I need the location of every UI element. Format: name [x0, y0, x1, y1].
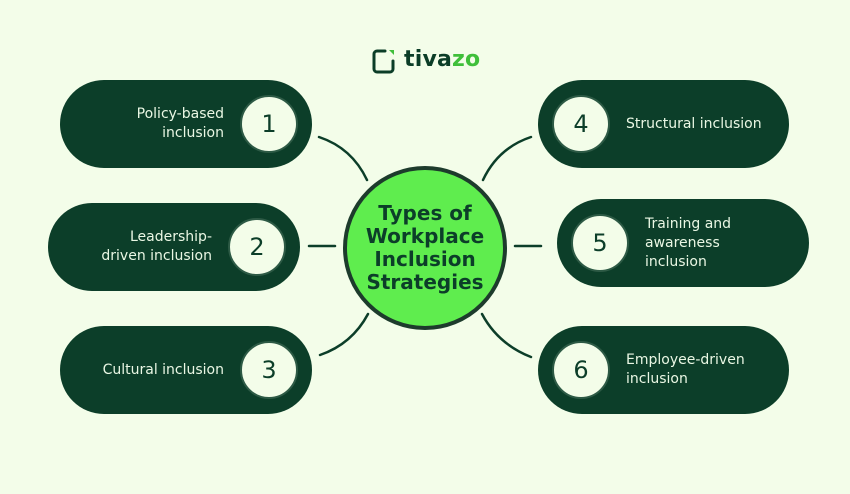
strategy-label: Employee-driven inclusion	[626, 352, 745, 387]
brand-name-part1: tiva	[404, 47, 453, 72]
strategy-number-badge: 2	[228, 218, 286, 276]
strategy-label: Policy-based inclusion	[136, 106, 224, 141]
brand-logo: tivazo	[372, 46, 480, 76]
strategy-card-6: 6 Employee-driven inclusion	[538, 326, 789, 414]
strategy-card-3: Cultural inclusion 3	[60, 326, 312, 414]
strategy-card-2: Leadership- driven inclusion 2	[48, 203, 300, 291]
connector-1	[317, 135, 369, 182]
strategy-number-badge: 6	[552, 341, 610, 399]
brand-name: tivazo	[404, 49, 480, 71]
brand-name-part2: zo	[452, 47, 481, 72]
strategy-label: Training and awareness inclusion	[645, 215, 732, 270]
strategy-card-5: 5 Training and awareness inclusion	[557, 199, 809, 287]
strategy-label: Cultural inclusion	[102, 361, 224, 378]
strategy-number-badge: 5	[571, 214, 629, 272]
logo-square-bracket-icon	[372, 48, 396, 74]
strategy-label: Structural inclusion	[626, 115, 762, 132]
center-hub-circle: Types of Workplace Inclusion Strategies	[343, 166, 507, 330]
strategy-number-badge: 3	[240, 341, 298, 399]
strategy-label: Leadership- driven inclusion	[101, 229, 212, 264]
strategy-number-badge: 1	[240, 95, 298, 153]
strategy-card-4: 4 Structural inclusion	[538, 80, 789, 168]
strategy-number-badge: 4	[552, 95, 610, 153]
connector-4	[481, 135, 533, 182]
diagram-title: Types of Workplace Inclusion Strategies	[365, 201, 485, 294]
connector-3	[318, 312, 370, 357]
strategy-card-1: Policy-based inclusion 1	[60, 80, 312, 168]
connector-6	[480, 312, 533, 359]
